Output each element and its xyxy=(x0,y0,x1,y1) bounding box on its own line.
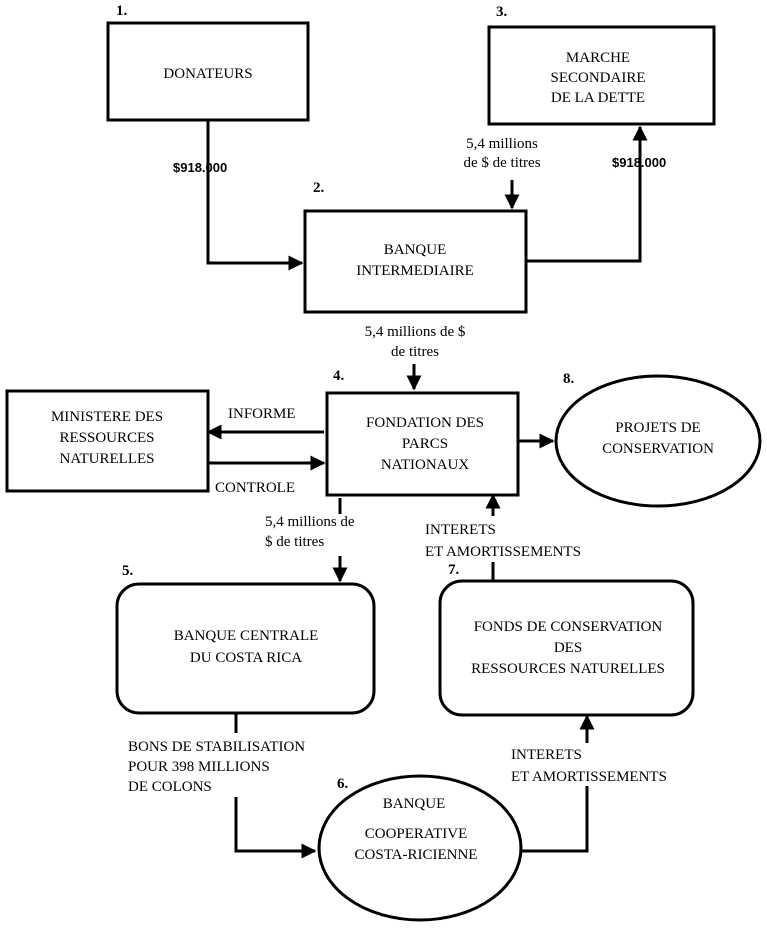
label-bons-3: DE COLONS xyxy=(128,779,212,795)
edge-donateurs-banque xyxy=(206,120,304,271)
label-fondation-centrale-1: 5,4 millions de xyxy=(265,514,355,530)
label-marche-titres-1: 5,4 millions xyxy=(466,136,538,152)
edge-banque-marche xyxy=(526,125,648,263)
banque-cooperative-label-2: COOPERATIVE xyxy=(365,826,468,842)
number-6: 6. xyxy=(337,776,349,792)
banque-cooperative-label-1: BANQUE xyxy=(383,796,446,812)
number-8: 8. xyxy=(563,371,575,387)
ministere-label-2: RESSOURCES xyxy=(59,430,154,446)
node-banque-centrale: BANQUE CENTRALE DU COSTA RICA xyxy=(115,582,376,715)
number-1: 1. xyxy=(116,3,128,19)
projets-label-1: PROJETS DE xyxy=(615,420,700,436)
donateurs-label: DONATEURS xyxy=(163,66,252,82)
number-3: 3. xyxy=(496,4,508,20)
banque-cooperative-label-3: COSTA-RICIENNE xyxy=(355,847,478,863)
fondation-label-1: FONDATION DES xyxy=(366,415,484,431)
marche-label-2: SECONDAIRE xyxy=(550,70,645,86)
node-banque-cooperative: BANQUE COOPERATIVE COSTA-RICIENNE xyxy=(317,774,523,922)
ministere-label-3: NATURELLES xyxy=(60,451,155,467)
label-interets-2-line1: INTERETS xyxy=(511,747,582,763)
fonds-label-1: FONDS DE CONSERVATION xyxy=(474,619,663,635)
edge-cooperative-fonds xyxy=(520,716,587,853)
node-fondation: FONDATION DES PARCS NATIONAUX xyxy=(325,391,520,497)
label-interets-2-line2: ET AMORTISSEMENTS xyxy=(511,769,667,785)
ministere-label-1: MINISTERE DES xyxy=(51,409,163,425)
fonds-label-2: DES xyxy=(554,640,582,656)
label-donateurs-amount: $918.000 xyxy=(173,160,227,175)
number-2: 2. xyxy=(313,180,325,196)
label-interets-1-line1: INTERETS xyxy=(425,522,496,538)
marche-label-3: DE LA DETTE xyxy=(551,90,645,106)
label-fondation-centrale-2: $ de titres xyxy=(265,534,324,550)
number-4: 4. xyxy=(333,368,345,384)
label-bons-2: POUR 398 MILLIONS xyxy=(128,759,270,775)
label-banque-fondation-2: de titres xyxy=(391,344,439,360)
label-banque-fondation-1: 5,4 millions de $ xyxy=(365,324,466,340)
marche-label-1: MARCHE xyxy=(566,50,630,66)
label-banque-marche-amount: $918.000 xyxy=(612,155,666,170)
node-projets: PROJETS DE CONSERVATION xyxy=(554,374,762,508)
label-bons-1: BONS DE STABILISATION xyxy=(128,739,305,755)
node-donateurs: DONATEURS xyxy=(106,21,310,122)
number-5: 5. xyxy=(122,563,134,579)
projets-label-2: CONSERVATION xyxy=(602,441,714,457)
banque-intermediaire-label-2: INTERMEDIAIRE xyxy=(356,263,473,279)
node-ministere: MINISTERE DES RESSOURCES NATURELLES xyxy=(5,389,210,493)
label-interets-1-line2: ET AMORTISSEMENTS xyxy=(425,544,581,560)
label-controle: CONTROLE xyxy=(215,480,295,496)
fondation-label-3: NATIONAUX xyxy=(381,457,469,473)
banque-centrale-label-2: DU COSTA RICA xyxy=(190,650,302,666)
edge-centrale-cooperative xyxy=(234,714,315,851)
node-banque-intermediaire: BANQUE INTERMEDIAIRE xyxy=(303,209,528,314)
label-marche-titres-2: de $ de titres xyxy=(463,155,540,171)
number-7: 7. xyxy=(448,562,460,578)
label-informe: INFORME xyxy=(228,406,296,422)
banque-centrale-label-1: BANQUE CENTRALE xyxy=(174,628,319,644)
fonds-label-3: RESSOURCES NATURELLES xyxy=(471,661,665,677)
banque-intermediaire-label-1: BANQUE xyxy=(384,242,447,258)
node-marche: MARCHE SECONDAIRE DE LA DETTE xyxy=(487,25,716,126)
fondation-label-2: PARCS xyxy=(402,436,448,452)
node-fonds: FONDS DE CONSERVATION DES RESSOURCES NAT… xyxy=(438,579,695,717)
